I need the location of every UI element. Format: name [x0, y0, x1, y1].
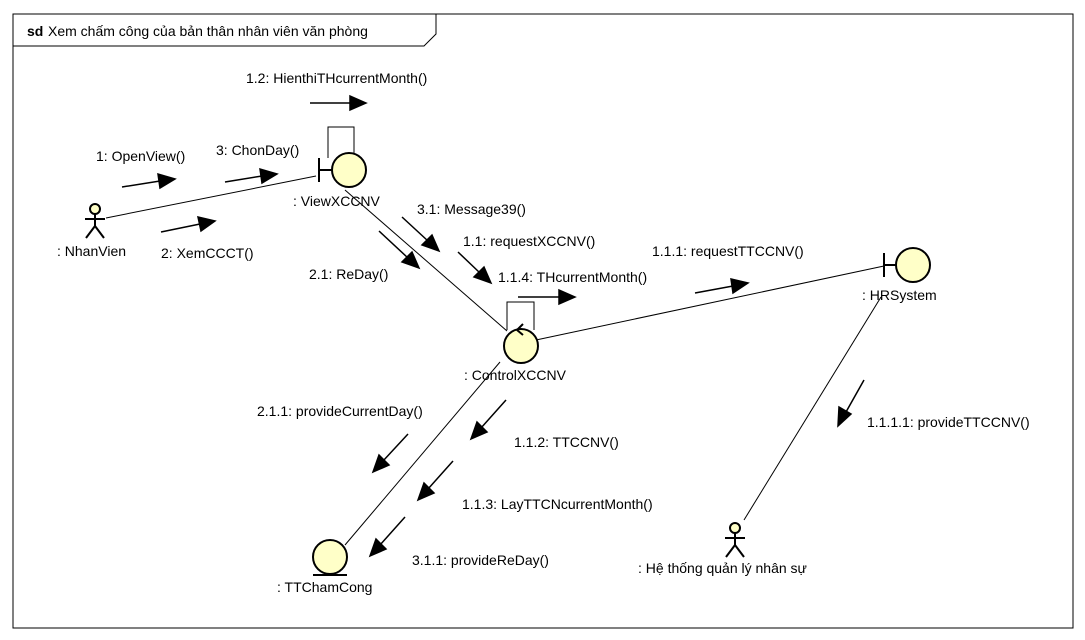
arrow-m3 [224, 167, 279, 185]
actor-leg-left [725, 544, 736, 558]
message-arrows [121, 94, 865, 558]
message-label-m21: 2.1: ReDay() [309, 266, 388, 282]
message-label-m311: 3.1.1: provideReDay() [412, 552, 549, 568]
actor-leg-right [94, 225, 105, 239]
actor-hethong [725, 522, 745, 558]
arrow-m211 [371, 433, 409, 474]
actor-leg-right [734, 544, 745, 558]
message-label-m111: 1.1.1: requestTTCCNV() [652, 243, 804, 259]
message-label-m11: 1.1: requestXCCNV() [463, 233, 595, 249]
label-hethong: : Hệ thống quản lý nhân sự [638, 560, 807, 576]
link-view-control [344, 189, 508, 332]
boundary-circle [331, 152, 367, 188]
control-arrowhead [516, 323, 524, 336]
arrow-m31 [401, 216, 441, 253]
entity-circle [312, 539, 348, 575]
arrow-m1111 [837, 379, 865, 428]
entity-ttchamcong [312, 539, 348, 576]
frame-title-tab [13, 14, 437, 47]
arrow-m112 [469, 399, 507, 441]
link-control-ttchamcong [344, 361, 501, 546]
frame-title: Xem chấm công của bản thân nhân viên văn… [48, 23, 368, 39]
actor-head [89, 203, 101, 215]
arrow-m21 [378, 230, 421, 270]
control-circle [503, 328, 539, 364]
message-label-m113: 1.1.3: LayTTCNcurrentMonth() [462, 496, 653, 512]
label-ttchamcong: : TTChamCong [277, 579, 372, 595]
actor-leg-left [85, 225, 96, 239]
message-label-m114: 1.1.4: THcurrentMonth() [498, 269, 647, 285]
actor-head [729, 522, 741, 534]
arrow-m12 [310, 94, 368, 112]
links [105, 126, 885, 546]
message-label-m211: 2.1.1: provideCurrentDay() [257, 403, 423, 419]
label-nhanvien: : NhanVien [57, 243, 126, 259]
arrow-m311 [368, 516, 406, 558]
self-loop-view [327, 126, 355, 158]
self-loop-control [506, 301, 535, 330]
boundary-circle [895, 247, 931, 283]
link-control-hrsystem [535, 265, 885, 341]
arrow-m1 [121, 172, 177, 190]
diagram-frame [12, 13, 1074, 629]
arrow-m113 [416, 460, 454, 502]
arrow-m114 [518, 288, 577, 306]
label-viewxccnv: : ViewXCCNV [293, 193, 381, 209]
label-hrsystem: : HRSystem [862, 287, 937, 303]
message-label-m2: 2: XemCCCT() [161, 245, 254, 261]
control-controlxccnv [503, 323, 539, 364]
message-label-m12: 1.2: HienthiTHcurrentMonth() [246, 70, 427, 86]
arrow-m2 [160, 215, 217, 233]
boundary-viewxccnv [318, 152, 367, 188]
message-label-m31: 3.1: Message39() [417, 201, 526, 217]
boundary-hrsystem [883, 247, 931, 283]
arrow-m111 [694, 278, 750, 295]
message-label-m1111: 1.1.1.1: provideTTCCNV() [867, 414, 1030, 430]
frame-keyword: sd [27, 23, 43, 39]
arrow-m11 [457, 251, 493, 285]
message-label-m3: 3: ChonDay() [216, 142, 299, 158]
actor-nhanvien [85, 203, 105, 239]
message-label-m1: 1: OpenView() [96, 148, 185, 164]
link-hrsystem-hethong [743, 296, 882, 521]
label-controlxccnv: : ControlXCCNV [464, 367, 567, 383]
message-label-m112: 1.1.2: TTCCNV() [514, 434, 619, 450]
link-nhanvien-view [105, 175, 317, 219]
